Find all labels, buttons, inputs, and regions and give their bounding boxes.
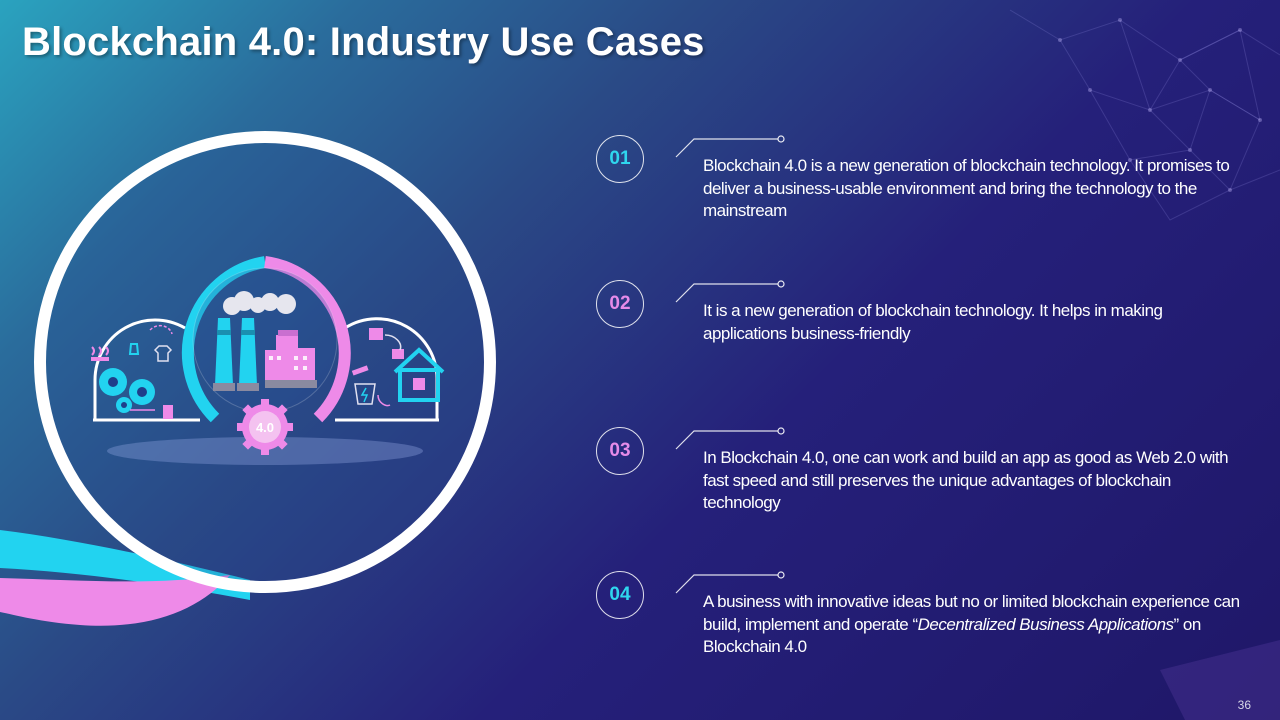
connector-line-icon bbox=[675, 571, 785, 594]
use-case-item-01: 01 Blockchain 4.0 is a new generation of… bbox=[596, 135, 1256, 235]
page-number: 36 bbox=[1237, 698, 1251, 712]
pink-swoosh bbox=[0, 575, 230, 626]
use-case-item-04: 04 A business with innovative ideas but … bbox=[596, 571, 1256, 671]
corner-shape bbox=[1160, 640, 1280, 720]
factory-icon bbox=[265, 330, 317, 388]
use-case-text-part: A business with innovative ideas but no … bbox=[703, 592, 1240, 634]
gear-badge-label: 4.0 bbox=[256, 420, 274, 435]
smart-home-icon bbox=[351, 328, 445, 407]
step-number-badge: 04 bbox=[596, 571, 644, 619]
gear-icon bbox=[237, 399, 293, 455]
page-title: Blockchain 4.0: Industry Use Cases bbox=[22, 20, 705, 64]
use-case-text: It is a new generation of blockchain tec… bbox=[703, 301, 1163, 343]
use-case-text-part: ” on Blockchain 4.0 bbox=[703, 614, 1201, 657]
connector-line-icon bbox=[675, 135, 785, 158]
step-number-badge: 02 bbox=[596, 280, 644, 328]
step-number-badge: 01 bbox=[596, 135, 644, 183]
chimney-icon bbox=[213, 318, 259, 391]
use-case-text: A business with innovative ideas but no … bbox=[703, 591, 1248, 659]
industry-illustration: 4.0 bbox=[34, 131, 496, 593]
gears-machine-icon bbox=[91, 324, 173, 419]
use-case-item-02: 02 It is a new generation of blockchain … bbox=[596, 280, 1256, 380]
center-arc-cyan bbox=[181, 256, 267, 423]
use-case-text: In Blockchain 4.0, one can work and buil… bbox=[703, 448, 1229, 512]
network-mesh bbox=[1009, 9, 1280, 221]
smoke-icon bbox=[223, 291, 296, 315]
use-case-text-italic: Decentralized Business Applications bbox=[917, 614, 1174, 634]
use-case-item-03: 03 In Blockchain 4.0, one can work and b… bbox=[596, 427, 1256, 527]
center-arc-pink bbox=[264, 256, 351, 423]
use-case-text: Blockchain 4.0 is a new generation of bl… bbox=[703, 156, 1230, 220]
connector-line-icon bbox=[675, 280, 785, 303]
connector-line-icon bbox=[675, 427, 785, 450]
left-dome bbox=[93, 318, 186, 420]
step-number-badge: 03 bbox=[596, 427, 644, 475]
